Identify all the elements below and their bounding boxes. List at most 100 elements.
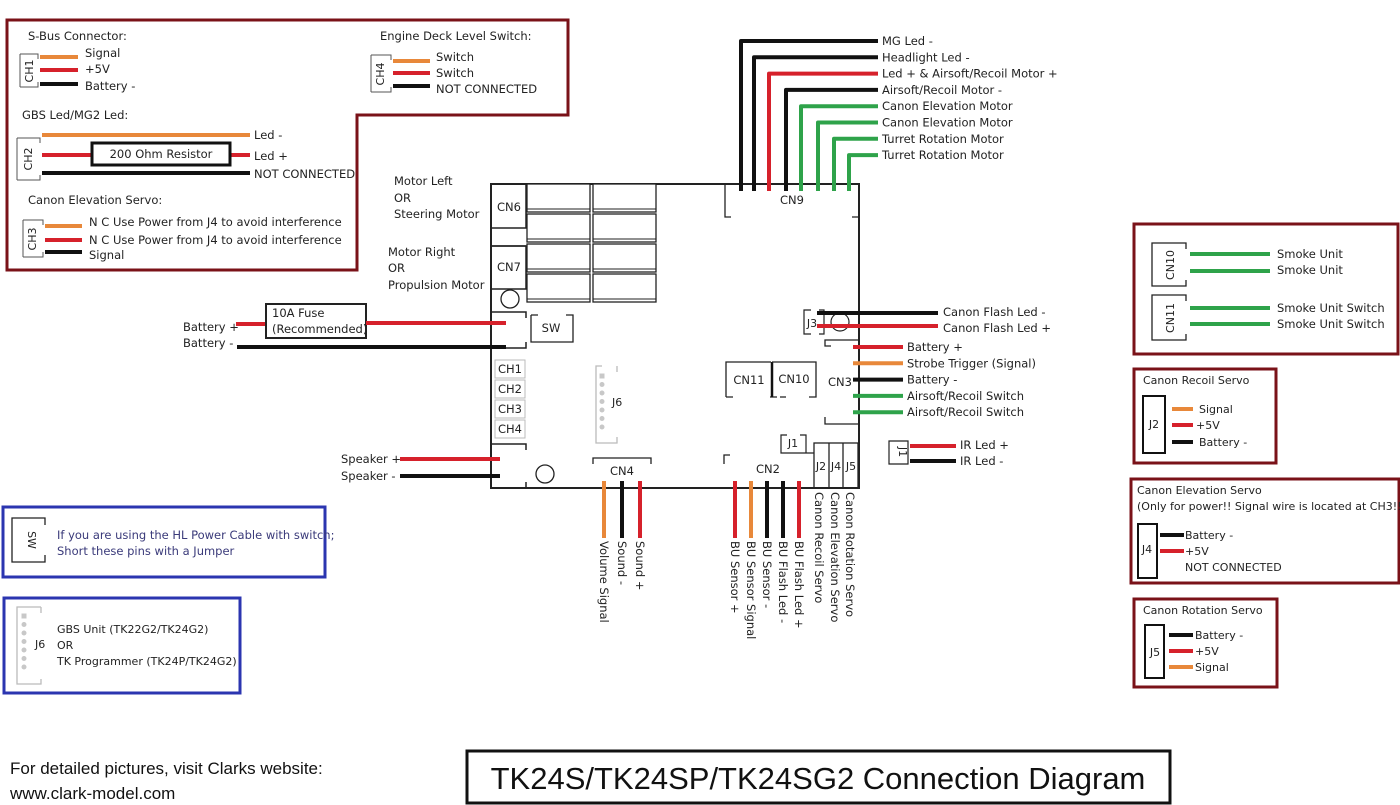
engine-deck-label-3: NOT CONNECTED [436,82,537,96]
gbs-label-power: Led + [254,149,288,163]
cn9-wire-label: Led + & Airsoft/Recoil Motor + [882,67,1058,81]
j6-info-panel [2,596,242,695]
cn11-ext-connector [1151,294,1187,341]
cn9-label: CN9 [780,193,804,207]
rot-label-ground: Battery - [1195,629,1243,642]
cn7-motor-line3: Propulsion Motor [388,278,485,292]
cn6-motor-line3: Steering Motor [394,207,480,221]
elev-panel-subheading: (Only for power!! Signal wire is located… [1137,500,1400,513]
cn6-motor-line1: Motor Left [394,174,453,188]
board-ch-label: CH1 [498,362,522,376]
recoil-panel [1132,367,1278,465]
cn3-wire-label: Airsoft/Recoil Switch [907,405,1024,419]
board-ch-box [494,379,526,399]
cn3-wires: Battery +Strobe Trigger (Signal)Battery … [853,340,1036,419]
sw-info-line2: Short these pins with a Jumper [57,544,235,558]
cn4-connector [592,457,652,464]
ch2-label: CH2 [22,148,35,171]
cn9-wire-label: Turret Rotation Motor [881,132,1004,146]
board-ch-label: CH3 [498,402,522,416]
j6-pin [599,373,605,379]
footer-line1: For detailed pictures, visit Clarks webs… [10,759,323,778]
cn11-ext-label: CN11 [1164,303,1177,333]
cn10-connector [772,361,817,398]
relay [526,243,591,273]
engine-deck-heading: Engine Deck Level Switch: [380,29,532,43]
cn10-label: CN10 [778,372,809,386]
j6-info-line2: OR [57,639,74,652]
cn2-wire-label: BU Flash Led + [792,541,806,629]
relay [526,273,591,303]
cn10-ext-label: CN10 [1164,250,1177,280]
relay [526,213,591,243]
j6-pin [21,630,27,636]
cn3-label: CN3 [828,375,852,389]
cn7-connector [491,245,527,290]
cn9-wire-label: Turret Rotation Motor [881,148,1004,162]
ch2-connector [16,137,41,181]
recoil-label-power: +5V [1196,419,1220,432]
smoke-switch-label-2: Smoke Unit Switch [1277,317,1385,331]
sw-ext-connector [11,517,46,563]
ch1-label: CH1 [23,60,36,83]
j6-info-line1: GBS Unit (TK22G2/TK24G2) [57,623,208,636]
engine-deck-label-1: Switch [436,50,474,64]
j2-ext-label: J2 [1148,418,1159,431]
j1-ext-label: J1 [896,446,909,457]
battery-minus-label: Battery - [183,336,233,350]
fuse-line1: 10A Fuse [272,306,325,320]
sbus-label-power: +5V [85,62,110,76]
j2-board-label: J2 [815,460,826,473]
board-ch-box [494,419,526,439]
board-ch-box [494,359,526,379]
title-box [465,749,1172,805]
elevation-label-1: N C Use Power from J4 to avoid interfere… [89,215,342,229]
elevation-label-2: N C Use Power from J4 to avoid interfere… [89,233,342,247]
mount-hole-bottom-left [535,464,555,484]
footer-link[interactable]: www.clark-model.com [9,784,175,803]
cn9-wire [799,104,878,191]
relay [592,213,657,243]
j3-label: J3 [806,317,817,330]
j5-ext-connector [1144,624,1165,679]
speaker-plus-label: Speaker + [341,452,401,466]
j6-pin [599,424,605,430]
j6-connector [595,365,618,444]
j6-label: J6 [611,396,622,409]
cn2-connector [723,454,730,464]
cn9-wire [816,120,878,191]
recoil-label-signal: Signal [1199,403,1233,416]
j1-ext-connector [888,440,909,465]
cn6-label: CN6 [497,200,521,214]
diagram-title: TK24S/TK24SP/TK24SG2 Connection Diagram [491,761,1146,796]
sbus-label-signal: Signal [85,46,120,60]
cn9-wire [847,153,878,191]
gbs-label-signal: Led - [254,128,282,142]
elev-label-power: +5V [1185,545,1209,558]
j6-info-line3: TK Programmer (TK24P/TK24G2) [56,655,237,668]
cn11-label: CN11 [733,373,764,387]
j3-connector [803,309,825,335]
cn4-label: CN4 [610,464,634,478]
cn9-wire [784,87,878,191]
ch4-connector [370,54,392,93]
j6-pin [21,656,27,661]
smoke-panel [1132,222,1400,356]
j6-pin [599,382,605,387]
servo-label: Canon Rotation Servo [843,492,857,617]
j6-pins [599,373,605,430]
cn9-wire [752,55,878,191]
cn2-wire-label: BU Flash Led - [776,541,790,623]
cn3-wire-label: Battery - [907,373,957,387]
j6-pin [21,639,27,644]
speaker-minus-label: Speaker - [341,469,396,483]
servo-label: Canon Recoil Servo [812,492,826,603]
j6-pin [21,613,27,619]
cn4-wire-label: Sound + [633,541,647,591]
relay [592,183,657,213]
fuse-box [265,303,367,339]
gbs-heading: GBS Led/MG2 Led: [22,108,128,122]
rot-label-power: +5V [1195,645,1219,658]
